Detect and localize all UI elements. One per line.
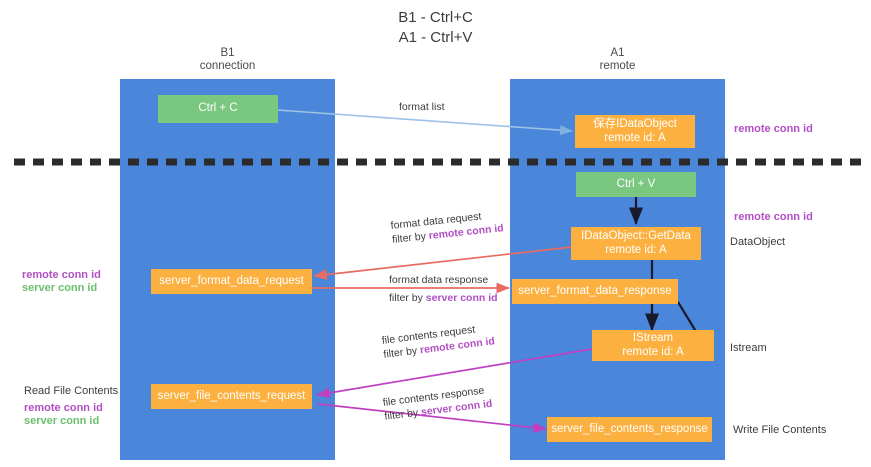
filter-by-text: filter by (389, 292, 426, 304)
node-ctrl-v[interactable]: Ctrl + V (576, 172, 696, 197)
edge-label-format-data-response-line2: filter by server conn id (389, 291, 498, 305)
node-save-idataobject[interactable]: 保存IDataObject remote id: A (575, 115, 695, 148)
annotation-istream: Istream (730, 342, 767, 354)
edge-label-format-data-request: format data request filter by remote con… (390, 207, 504, 247)
node-istream[interactable]: IStream remote id: A (592, 330, 714, 361)
filter-by-text: filter by (383, 406, 422, 423)
annotation-read-file-contents: Read File Contents (24, 385, 119, 397)
annotation-left-bottom-remote-conn-id: remote conn id (24, 402, 103, 414)
node-ctrl-c[interactable]: Ctrl + C (158, 95, 278, 123)
filter-by-text: filter by (391, 230, 430, 246)
annotation-dataobject: DataObject (730, 236, 786, 248)
annotation-write-file-contents: Write File Contents (733, 424, 827, 436)
node-server-file-contents-request[interactable]: server_file_contents_request (151, 384, 312, 409)
annotation-left-server-conn-id: server conn id (22, 282, 98, 294)
filter-by-text: filter by (382, 344, 421, 361)
node-idataobject-getdata[interactable]: IDataObject::GetData remote id: A (571, 227, 701, 260)
node-server-format-data-request[interactable]: server_format_data_request (151, 269, 312, 294)
edge-label-file-contents-response: file contents response filter by server … (382, 383, 493, 424)
annotation-left-remote-conn-id: remote conn id (22, 269, 101, 281)
edge-label-file-contents-request: file contents request filter by remote c… (381, 320, 496, 361)
lane-header-b1: B1 connection (199, 47, 256, 72)
node-server-format-data-response[interactable]: server_format_data_response (512, 279, 678, 304)
edge-label-format-data-response: format data response filter by server co… (389, 273, 498, 305)
lane-header-a1: A1 remote (599, 47, 636, 72)
edge-label-format-data-response-line1: format data response (389, 274, 489, 286)
node-server-file-contents-response[interactable]: server_file_contents_response (547, 417, 712, 442)
annotation-left-bottom-server-conn-id: server conn id (24, 415, 100, 427)
annotation-right-top-remote-conn-id: remote conn id (734, 123, 813, 135)
edge-label-format-list: format list (399, 101, 445, 113)
filter-key-server-conn-id: server conn id (425, 292, 498, 304)
annotation-right-mid-remote-conn-id: remote conn id (734, 211, 813, 223)
page-title: B1 - Ctrl+C A1 - Ctrl+V (398, 9, 473, 46)
